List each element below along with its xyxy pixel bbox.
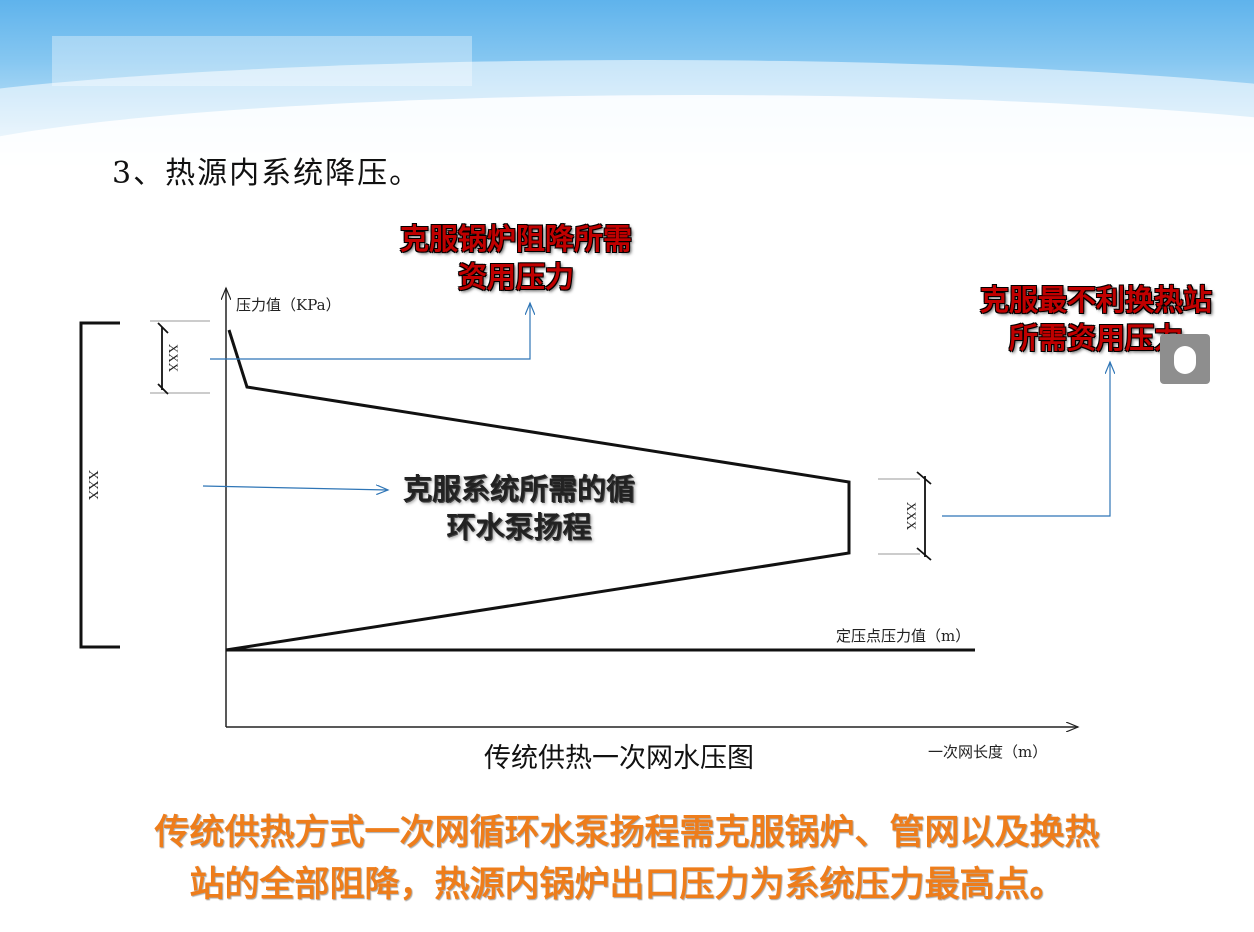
header-banner <box>0 0 1254 175</box>
dimension-tick <box>157 322 169 334</box>
summary-line-1: 传统供热方式一次网循环水泵扬程需克服锅炉、管网以及换热 <box>154 813 1100 853</box>
title-bar <box>52 36 472 86</box>
station-drop-label: XXX <box>904 502 919 531</box>
pump-leader-arrow <box>202 486 388 490</box>
pump-callout-line1: 克服系统所需的循 <box>403 472 636 506</box>
boiler-callout-line2: 资用压力 <box>458 260 575 294</box>
dimension-tick <box>916 547 932 561</box>
dimension-tick <box>916 471 932 485</box>
station-leader-arrow <box>942 362 1110 517</box>
section-heading: 3、热源内系统降压。 <box>112 156 422 191</box>
x-axis-label: 一次网长度（m） <box>928 743 1048 761</box>
station-callout-line1: 克服最不利换热站 <box>980 283 1213 317</box>
supply-pressure-line <box>225 329 851 652</box>
boiler-callout-line1: 克服锅炉阻降所需 <box>400 222 633 256</box>
pump-callout-line2: 环水泵扬程 <box>446 510 592 544</box>
dimension-tick <box>157 383 169 395</box>
y-axis-label: 压力值（KPa） <box>236 296 341 314</box>
boiler-callout: 克服锅炉阻降所需 资用压力 <box>400 220 632 296</box>
total-head-label: XXX <box>85 470 100 500</box>
total-head-bracket <box>79 321 120 649</box>
pump-callout: 克服系统所需的循 环水泵扬程 <box>403 470 635 546</box>
side-toolbar-button[interactable] <box>1160 334 1210 384</box>
summary-line-2: 站的全部阻降，热源内锅炉出口压力为系统压力最高点。 <box>189 865 1065 905</box>
reference-line-label: 定压点压力值（m） <box>836 627 971 645</box>
mouse-icon <box>1174 346 1196 374</box>
boiler-drop-label: XXX <box>166 344 181 373</box>
boiler-leader-arrow <box>210 303 530 360</box>
station-callout-line2: 所需资用压力 <box>1009 321 1184 355</box>
diagram-caption: 传统供热一次网水压图 <box>484 743 754 774</box>
station-callout: 克服最不利换热站 所需资用压力 <box>980 281 1212 357</box>
